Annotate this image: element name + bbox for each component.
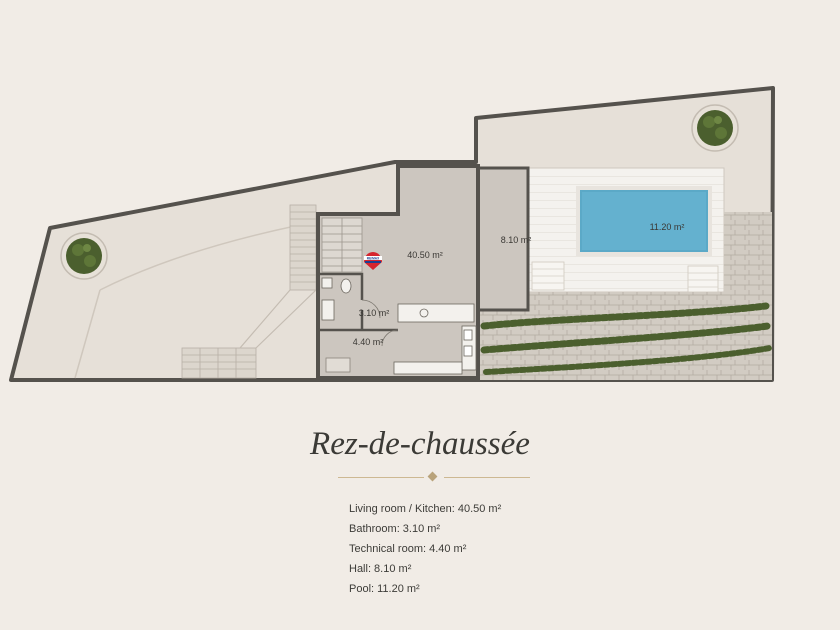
deck-steps <box>687 265 719 293</box>
garden-path <box>99 224 301 291</box>
room-label-living: 40.50 m² <box>407 250 443 260</box>
legend-item: Hall: 8.10 m² <box>349 563 412 575</box>
interior-stairs <box>321 217 363 273</box>
interior-walls <box>318 272 398 332</box>
divider-line-left <box>338 477 424 478</box>
legend-item: Pool: 11.20 m² <box>349 583 420 595</box>
room-legend: Living room / Kitchen: 40.50 m² Bathroom… <box>349 499 501 599</box>
floor-plan: RE/MAX 40.50 m² 8.10 m² 11.20 m² 3.10 m²… <box>9 86 775 382</box>
room-label-bathroom: 3.10 m² <box>359 308 390 318</box>
remax-logo: RE/MAX <box>364 252 382 270</box>
vegetation-rows <box>480 302 773 375</box>
kitchen-counters <box>393 303 477 375</box>
legend-item: Technical room: 4.40 m² <box>349 543 467 555</box>
outdoor-stairs <box>181 204 317 379</box>
tree <box>691 104 739 152</box>
technical-equipment <box>325 357 351 373</box>
tree <box>60 232 108 280</box>
door-swings <box>361 299 399 347</box>
stone-wall-right <box>724 212 772 292</box>
garden-path <box>74 289 101 379</box>
legend-item: Living room / Kitchen: 40.50 m² <box>349 503 502 515</box>
floor-title: Rez-de-chaussée <box>310 426 530 462</box>
room-label-hall: 8.10 m² <box>501 235 532 245</box>
divider-diamond <box>427 471 438 482</box>
remax-logo-text: RE/MAX <box>367 256 380 260</box>
room-label-technical: 4.40 m² <box>353 337 384 347</box>
title-divider <box>338 471 530 482</box>
legend-item: Bathroom: 3.10 m² <box>349 523 441 535</box>
divider-line-right <box>444 477 530 478</box>
bathroom-fixtures <box>321 277 352 321</box>
room-label-pool: 11.20 m² <box>650 222 685 232</box>
